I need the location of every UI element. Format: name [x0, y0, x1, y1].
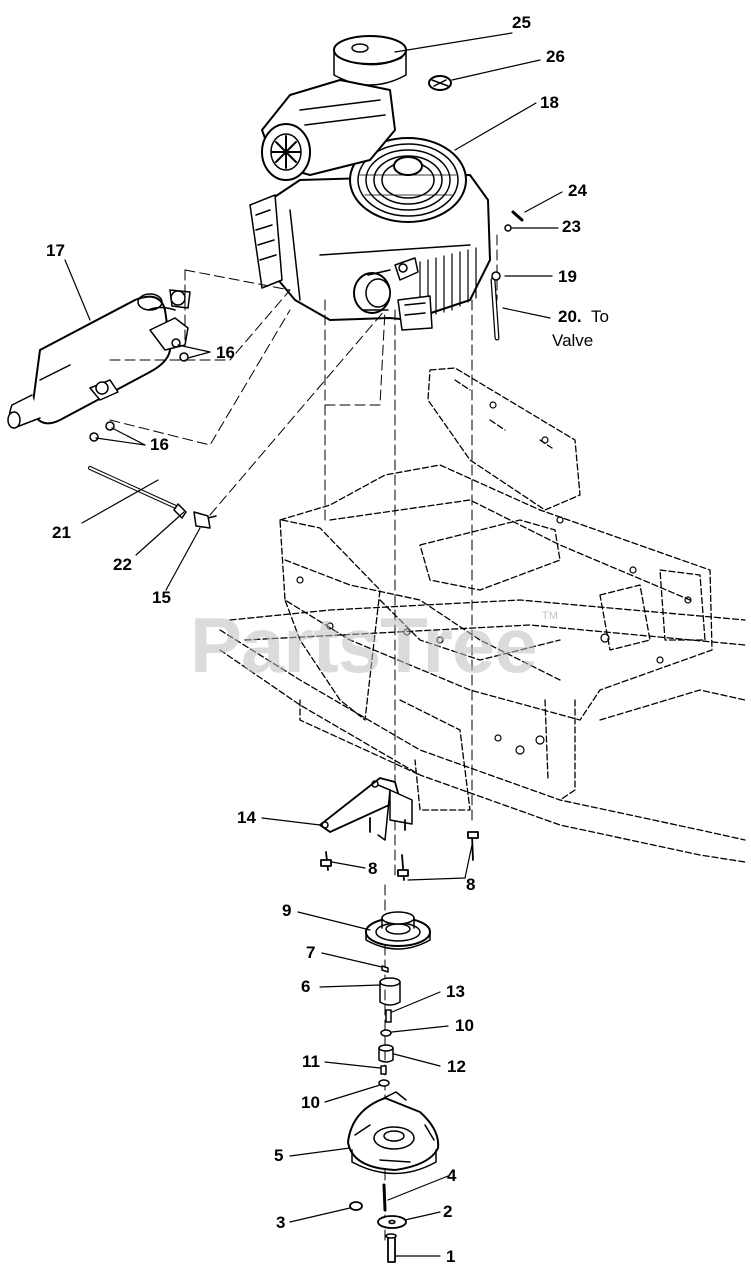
flywheel-screen [349, 137, 467, 223]
washer-2 [377, 1215, 407, 1229]
callout-15: 15 [152, 588, 171, 607]
callout-22: 22 [113, 555, 132, 574]
pto-clutch [347, 1091, 440, 1175]
callout-13: 13 [446, 982, 465, 1001]
key [381, 965, 389, 973]
chassis-frame [219, 367, 746, 863]
nut-3 [349, 1201, 363, 1211]
callout-20: 20. [558, 307, 582, 326]
callout-4: 4 [447, 1166, 457, 1185]
note-valve: Valve [552, 331, 594, 350]
callout-25: 25 [512, 13, 531, 32]
callout-24: 24 [568, 181, 587, 200]
callout-3: 3 [276, 1213, 286, 1232]
air-filter-cap [333, 35, 407, 86]
callout-7: 7 [306, 943, 316, 962]
spacer [379, 977, 401, 1006]
callout-18: 18 [540, 93, 559, 112]
bracket [319, 777, 413, 841]
callout-11: 11 [302, 1052, 320, 1071]
callout-16-lower: 16 [150, 435, 169, 454]
callout-1: 1 [446, 1247, 456, 1266]
callout-26: 26 [546, 47, 565, 66]
fuel-line [88, 466, 217, 529]
callout-23: 23 [562, 217, 581, 236]
muffler [7, 289, 191, 429]
muffler-nuts [89, 338, 189, 442]
bolts-8 [320, 817, 479, 881]
hardware-23-24 [504, 210, 524, 232]
callout-12: 12 [447, 1057, 466, 1076]
bolt-11 [378, 1065, 390, 1087]
engine [249, 79, 491, 331]
callout-16-upper: 16 [216, 343, 235, 362]
oil-filter [353, 269, 391, 314]
hose-clamp [428, 75, 452, 91]
callout-5: 5 [274, 1146, 284, 1165]
watermark: PartsTree [190, 601, 538, 689]
callout-8-right: 8 [466, 875, 476, 894]
callout-10-upper: 10 [455, 1016, 474, 1035]
callout-17: 17 [46, 241, 65, 260]
callout-10-lower: 10 [301, 1093, 320, 1112]
callout-8-left: 8 [368, 859, 378, 878]
callout-14: 14 [237, 808, 256, 827]
air-cleaner [261, 79, 396, 181]
leader-lines [64, 32, 563, 1257]
pulley [365, 911, 431, 950]
note-to: To [591, 307, 609, 326]
watermark-trademark: TM [542, 610, 558, 622]
assembly-lines [109, 234, 498, 1241]
bolt-1 [385, 1233, 397, 1263]
bolt-13 [385, 1009, 392, 1023]
frame-holes [296, 401, 692, 755]
bushing-12 [378, 1044, 394, 1063]
callout-21: 21 [52, 523, 71, 542]
callout-6: 6 [301, 977, 311, 996]
callout-2: 2 [443, 1202, 453, 1221]
callout-9: 9 [282, 901, 292, 920]
washer-10-upper [380, 1029, 392, 1037]
dipstick-tube [490, 271, 501, 341]
callout-19: 19 [558, 267, 577, 286]
pin-4 [382, 1183, 387, 1212]
